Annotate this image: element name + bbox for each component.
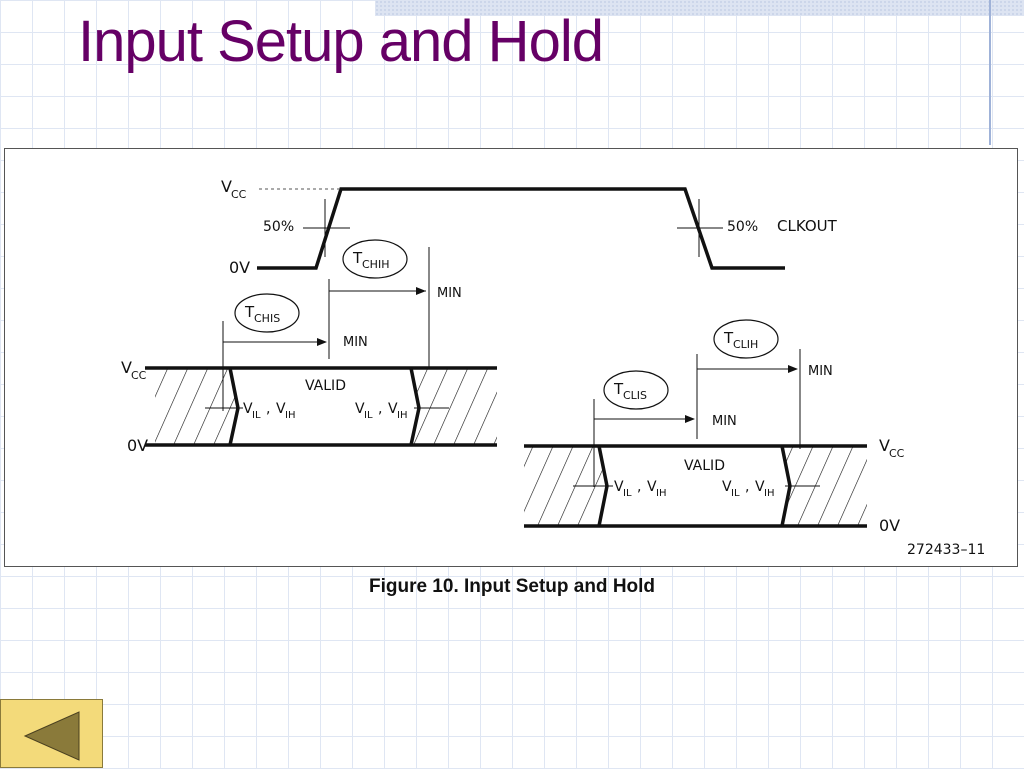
vcc-label-right: V	[879, 436, 890, 455]
svg-text:CC: CC	[231, 188, 247, 201]
svg-text:IH: IH	[397, 410, 407, 421]
timing-diagram: V CC 50% 50% CLKOUT 0V T CHIH MIN T CHIS…	[4, 148, 1018, 567]
fifty-percent-left: 50%	[263, 219, 294, 235]
svg-text:,: ,	[266, 401, 270, 417]
svg-text:T: T	[723, 329, 734, 347]
svg-text:IL: IL	[731, 488, 740, 499]
svg-text:IH: IH	[656, 488, 666, 499]
figure-caption: Figure 10. Input Setup and Hold	[368, 576, 656, 597]
svg-text:T: T	[352, 249, 363, 267]
vcc-label-left: V	[121, 358, 132, 377]
svg-text:V: V	[243, 401, 253, 417]
figure-id: 272433–11	[907, 542, 985, 558]
svg-text:,: ,	[745, 479, 749, 495]
fifty-percent-right: 50%	[727, 219, 758, 235]
svg-text:V: V	[755, 479, 765, 495]
tclis-min: MIN	[712, 414, 737, 429]
svg-text:V: V	[276, 401, 286, 417]
svg-text:V: V	[388, 401, 398, 417]
valid-label-right: VALID	[684, 458, 725, 474]
zero-v-label-left: 0V	[127, 436, 148, 455]
svg-text:IH: IH	[285, 410, 295, 421]
header-band	[375, 0, 1024, 16]
tchih-min: MIN	[437, 286, 462, 301]
svg-text:IL: IL	[252, 410, 261, 421]
zero-v-label-right: 0V	[879, 516, 900, 535]
tclis-label: CLIS	[623, 389, 647, 402]
svg-text:,: ,	[378, 401, 382, 417]
valid-label-left: VALID	[305, 378, 346, 394]
svg-text:V: V	[355, 401, 365, 417]
svg-text:T: T	[613, 380, 624, 398]
svg-text:V: V	[647, 479, 657, 495]
svg-text:IL: IL	[364, 410, 373, 421]
tchih-label: CHIH	[362, 258, 389, 271]
svg-text:CC: CC	[131, 369, 147, 382]
tclih-min: MIN	[808, 364, 833, 379]
tchis-min: MIN	[343, 335, 368, 350]
header-divider	[989, 0, 991, 145]
vcc-label-clk: V	[221, 177, 232, 196]
zero-v-label-clk: 0V	[229, 258, 250, 277]
svg-text:IH: IH	[764, 488, 774, 499]
svg-text:V: V	[614, 479, 624, 495]
tchis-label: CHIS	[254, 312, 280, 325]
svg-text:IL: IL	[623, 488, 632, 499]
svg-text:,: ,	[637, 479, 641, 495]
svg-text:CC: CC	[889, 447, 905, 460]
left-triangle-icon	[23, 711, 80, 761]
slide-title: Input Setup and Hold	[78, 9, 604, 74]
svg-text:V: V	[722, 479, 732, 495]
clkout-label: CLKOUT	[777, 217, 838, 235]
tclih-label: CLIH	[733, 338, 758, 351]
svg-text:T: T	[244, 303, 255, 321]
clkout-waveform	[257, 187, 785, 270]
back-button[interactable]	[0, 699, 103, 768]
